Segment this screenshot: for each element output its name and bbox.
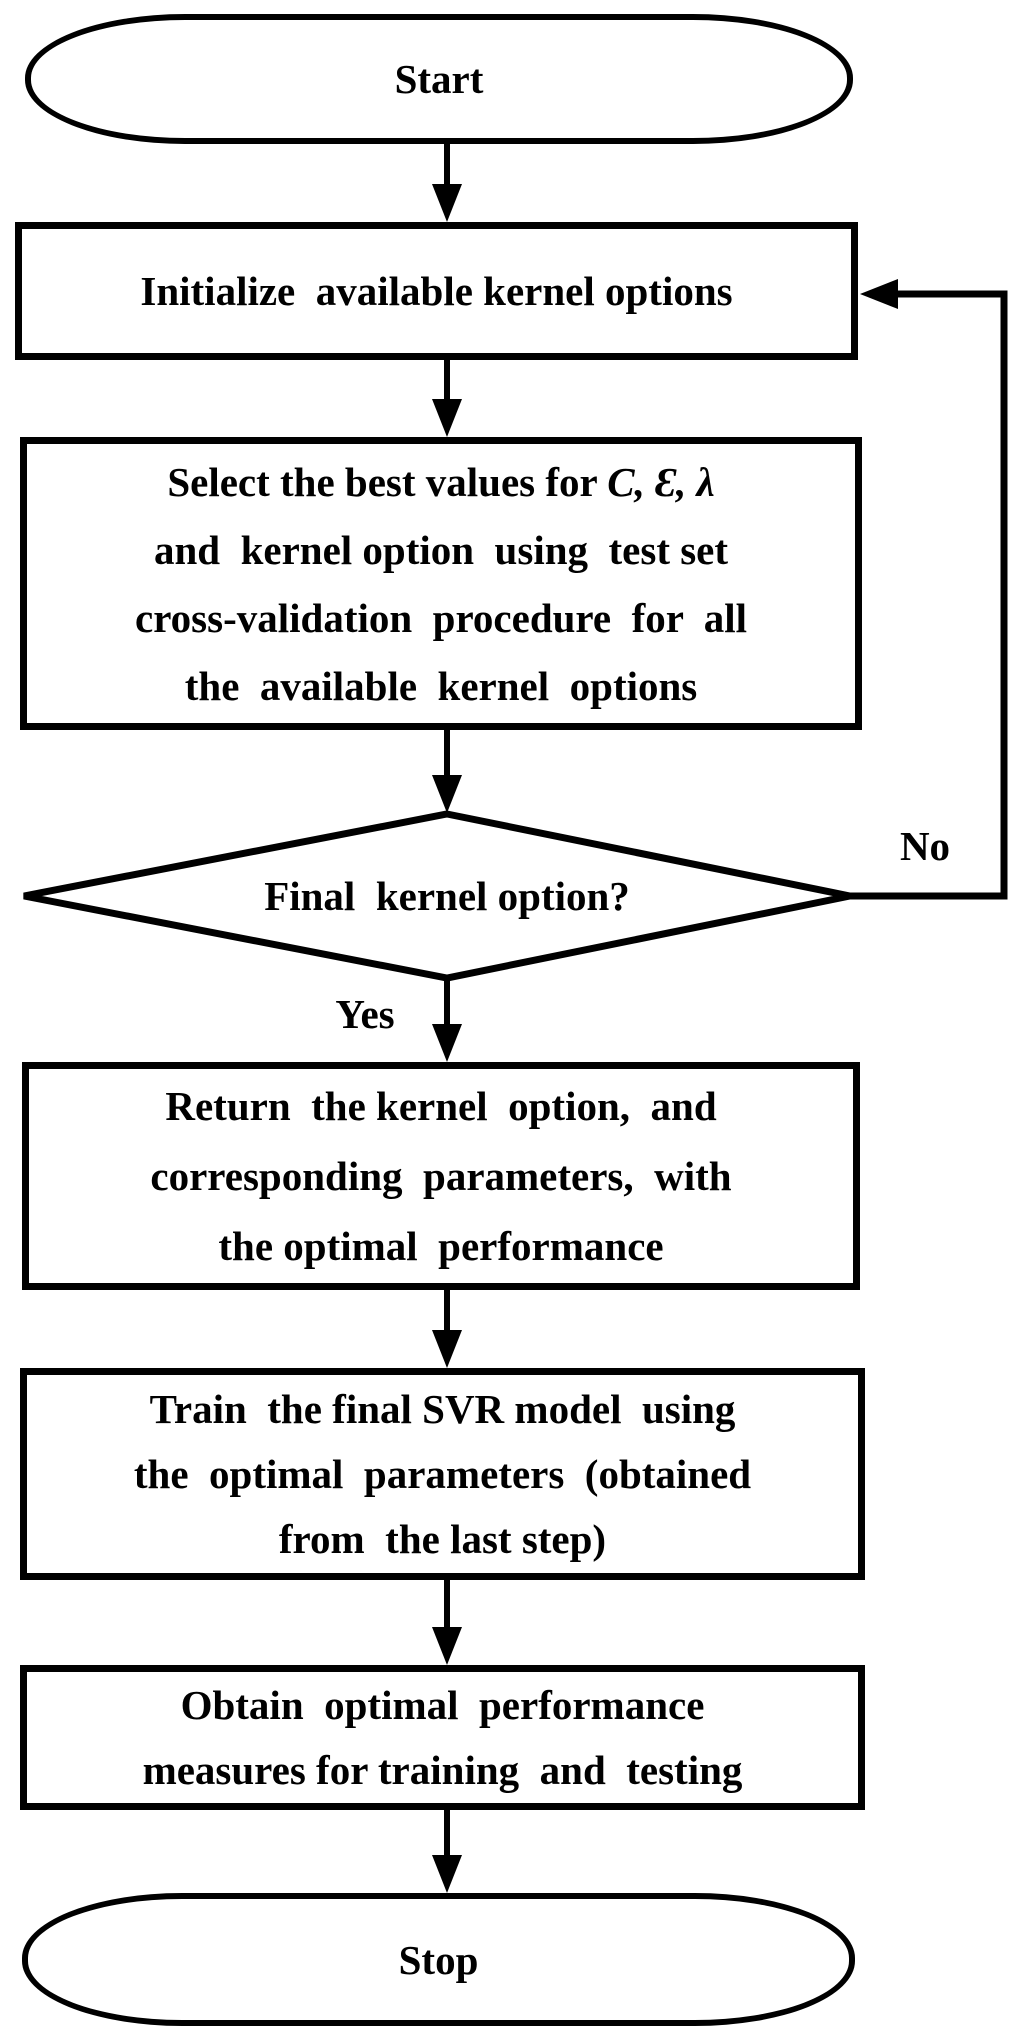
arrow-decision-to-return — [432, 976, 462, 1062]
arrow-return-to-train — [432, 1290, 462, 1368]
return-line-1: Return the kernel option, and — [165, 1083, 717, 1129]
stop-terminator: Stop — [22, 1893, 855, 2026]
arrow-select-to-decision — [432, 728, 462, 813]
initialize-label: Initialize available kernel options — [140, 268, 733, 314]
select-line-1-text: Select the best values for — [167, 458, 608, 505]
arrow-initialize-to-select — [432, 358, 462, 437]
train-line-1: Train the final SVR model using — [149, 1385, 736, 1432]
train-line-3: from the last step) — [278, 1515, 607, 1562]
yes-edge-label: Yes — [335, 991, 395, 1037]
select-line-1-symbols: C, Ɛ, λ — [607, 458, 715, 505]
obtain-process-box: Obtain optimal performance measures for … — [20, 1665, 865, 1810]
select-line-4: the available kernel options — [184, 662, 698, 709]
no-loop-connector — [848, 279, 1008, 900]
select-line-2: and kernel option using test set — [153, 526, 729, 573]
return-process-box: Return the kernel option, and correspond… — [22, 1062, 860, 1290]
return-line-3: the optimal performance — [218, 1223, 664, 1269]
start-label: Start — [394, 56, 484, 102]
no-edge-label: No — [899, 823, 951, 869]
initialize-process-box: Initialize available kernel options — [15, 222, 858, 360]
arrow-train-to-obtain — [432, 1578, 462, 1665]
decision-diamond-shape — [23, 810, 851, 982]
decision-diamond-label: Final kernel option? — [264, 873, 630, 919]
return-line-2: corresponding parameters, with — [150, 1153, 732, 1199]
select-line-3: cross-validation procedure for all — [135, 594, 747, 641]
arrow-obtain-to-stop — [432, 1808, 462, 1893]
select-process-box: Select the best values for C, Ɛ, λ and k… — [20, 437, 862, 730]
select-line-1: Select the best values for C, Ɛ, λ — [167, 448, 714, 516]
obtain-line-1: Obtain optimal performance — [180, 1681, 705, 1728]
stop-label: Stop — [398, 1936, 479, 1983]
start-terminator: Start — [25, 14, 853, 144]
train-process-box: Train the final SVR model using the opti… — [20, 1368, 865, 1580]
arrow-start-to-initialize — [432, 143, 462, 222]
obtain-line-2: measures for training and testing — [142, 1746, 743, 1793]
train-line-2: the optimal parameters (obtained — [133, 1450, 752, 1497]
